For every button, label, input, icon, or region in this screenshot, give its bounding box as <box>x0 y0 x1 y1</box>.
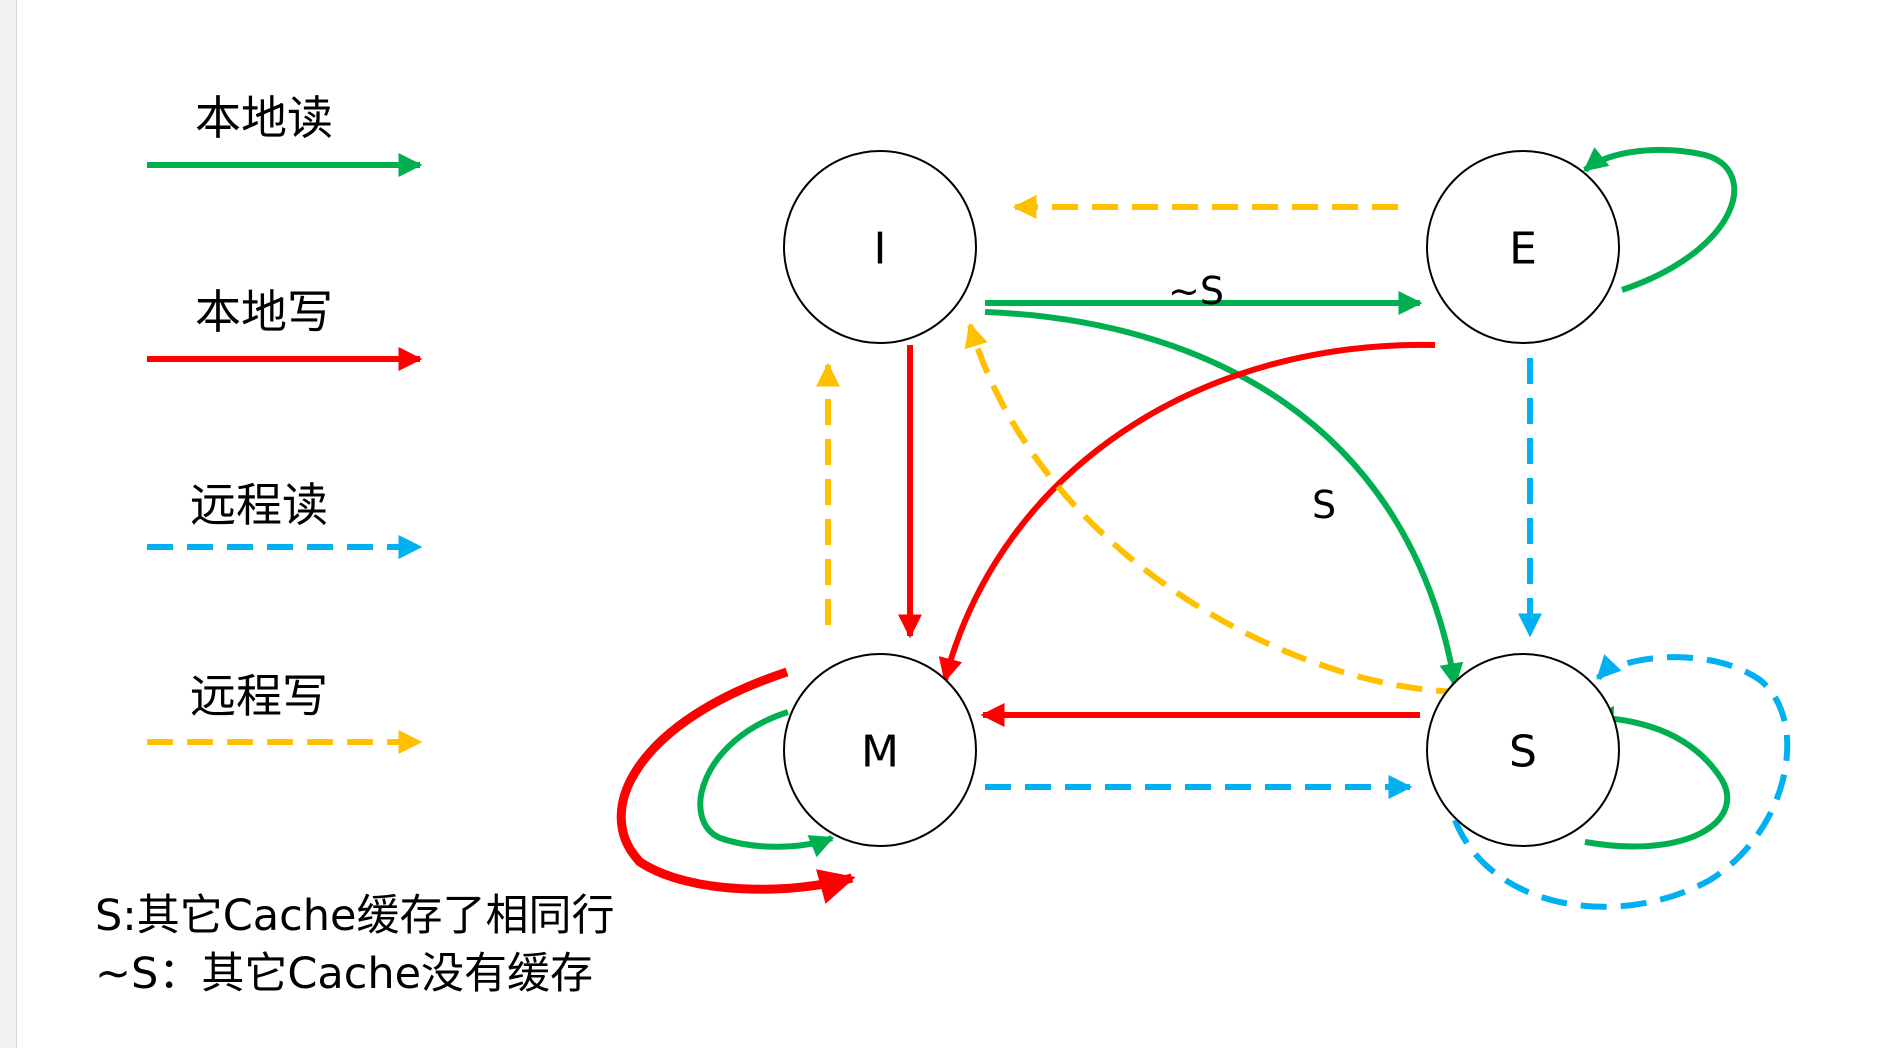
edge-label-shared: S <box>1312 483 1336 527</box>
legend-local-write-label: 本地写 <box>195 285 333 339</box>
edge-e-self-local-read <box>1583 147 1738 293</box>
note-shared: S:其它Cache缓存了相同行 <box>95 891 615 941</box>
edge-i-to-s-local-read <box>984 309 1464 688</box>
state-node-m-label: M <box>861 727 899 778</box>
state-node-i-label: I <box>874 224 887 275</box>
note-not-shared: ~S：其它Cache没有缓存 <box>95 949 593 999</box>
page-edge <box>0 0 17 1048</box>
legend: 本地读 本地写 远程读 远程写 <box>147 91 423 754</box>
state-node-e: E <box>1426 150 1620 344</box>
legend-local-read-label: 本地读 <box>195 91 333 145</box>
legend-remote-read-label: 远程读 <box>190 478 328 532</box>
state-node-i-circle <box>783 150 977 344</box>
transitions <box>616 147 1791 910</box>
edge-m-self-local-write <box>616 667 856 904</box>
legend-remote-write-label: 远程写 <box>190 669 328 723</box>
edge-m-self-local-read <box>697 709 835 858</box>
edge-label-not-shared: ~S <box>1168 269 1224 313</box>
state-node-s: S <box>1426 653 1620 847</box>
edge-s-self-remote-read <box>1452 654 1791 910</box>
state-node-m-circle <box>783 653 977 847</box>
edge-e-to-m-local-write <box>938 341 1436 683</box>
state-node-e-label: E <box>1509 224 1537 275</box>
edge-s-to-i-remote-write <box>964 322 1463 695</box>
edge-s-self-local-read <box>1584 705 1731 850</box>
state-node-m: M <box>783 653 977 847</box>
state-node-i: I <box>783 150 977 344</box>
state-node-e-circle <box>1426 150 1620 344</box>
state-node-s-circle <box>1426 653 1620 847</box>
state-node-s-label: S <box>1509 727 1537 778</box>
